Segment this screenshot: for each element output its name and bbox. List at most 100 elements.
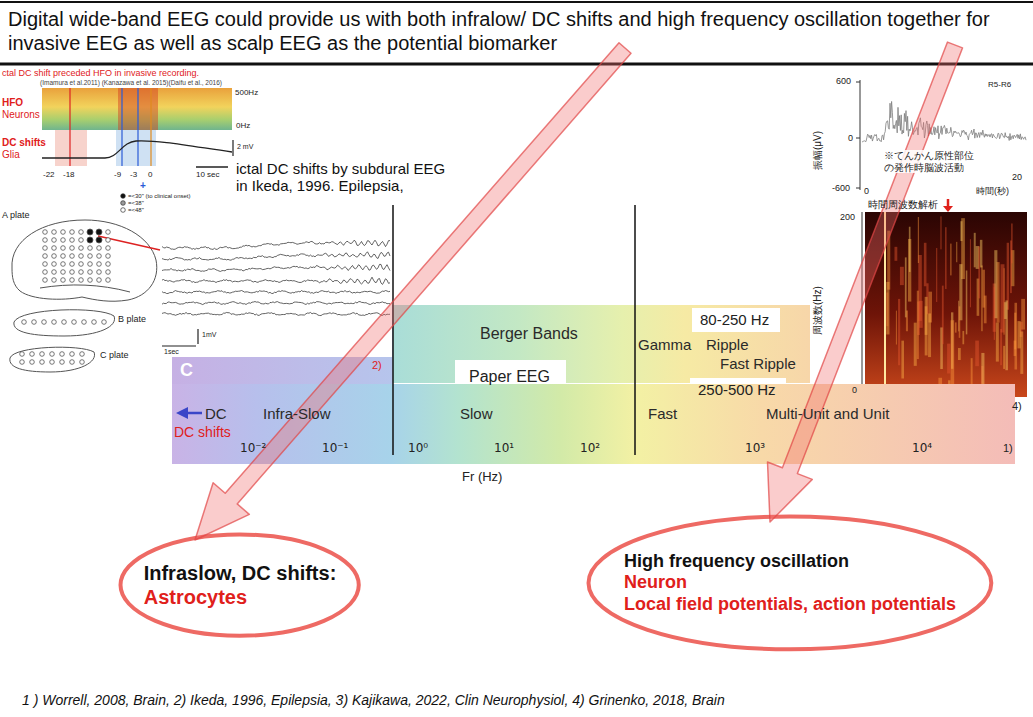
band-label: Infra-Slow (263, 405, 331, 422)
spectral-streak (936, 248, 937, 302)
label-slot: -22 (43, 170, 55, 179)
electrode (43, 238, 48, 243)
label-slot: (Imamura et al.2011) (Kanazawa et al. 20… (40, 79, 222, 86)
figure-label: 0 (852, 385, 857, 395)
electrode (96, 229, 102, 235)
spectral-streak (925, 297, 928, 356)
frame-line (0, 1, 1033, 3)
figure-label: DC shifts (2, 137, 46, 149)
electrode (97, 270, 102, 275)
figure-label: 4) (1012, 400, 1022, 413)
text-slot: Multi-Unit and Unit (766, 405, 889, 422)
figure-label: -9 (114, 170, 121, 179)
band-label: Fast Ripple (720, 355, 796, 372)
legend-text: =<48" (128, 207, 144, 214)
electrode-grid (20, 229, 111, 364)
electrode (79, 254, 84, 259)
arrow-head (176, 407, 188, 419)
electrode (97, 254, 102, 259)
electrode (43, 246, 48, 251)
figure-label: ictal DC shifts by subdural EEG in Ikeda… (236, 160, 446, 195)
electrode (60, 360, 65, 365)
text-slot: Slow (460, 405, 493, 422)
electrode (106, 238, 111, 243)
shade-band (55, 130, 87, 166)
scale-bar (196, 166, 228, 168)
dc-arrow (176, 407, 202, 419)
electrode (70, 278, 75, 283)
electrode (88, 254, 93, 259)
figure-label: 時間(秒) (976, 186, 1009, 196)
heading-slot: Digital wide-band EEG could provide us w… (8, 7, 1025, 55)
label-slot: 1) (1003, 442, 1013, 455)
band-label: Gamma (638, 336, 691, 353)
spectral-streak (956, 242, 957, 262)
electrode (52, 278, 57, 283)
time-marker (121, 88, 122, 166)
band-label: DC (205, 405, 227, 422)
figure-label: 1) (1003, 442, 1013, 455)
spectral-streak (1000, 329, 1002, 365)
electrode (52, 238, 57, 243)
eeg-trace (162, 252, 390, 260)
electrode (52, 230, 57, 235)
label-slot: ctal DC shift preceded HFO in invasive r… (2, 68, 199, 78)
spectral-streak (974, 233, 976, 268)
label-slot: 0 (852, 385, 857, 395)
spectral-streak (994, 287, 995, 340)
legend-dot (121, 194, 126, 199)
label-slot: -9 (114, 170, 121, 179)
electrode (106, 246, 111, 251)
spectral-streak (914, 323, 917, 366)
electrode (87, 229, 93, 235)
electrode (88, 246, 93, 251)
label-slot: 4) (1012, 400, 1022, 413)
electrode (70, 262, 75, 267)
ictal-hfo-figure (42, 88, 233, 167)
spectral-streak (955, 322, 957, 332)
electrode (80, 360, 85, 365)
figure-label: Glia (2, 149, 20, 161)
spectral-streak (928, 313, 931, 357)
axis-tick (856, 138, 860, 139)
legend-text: =<38" (128, 200, 144, 207)
electrode (79, 238, 84, 243)
figure-label: -3 (130, 170, 137, 179)
figure-label: (Imamura et al.2011) (Kanazawa et al. 20… (40, 79, 222, 86)
spectral-streak (898, 299, 900, 365)
electrode (106, 254, 111, 259)
figure-label: Fr (Hz) (462, 470, 502, 485)
electrode (79, 278, 84, 283)
ellipse-outline (118, 532, 361, 638)
label-slot: 10 sec (196, 170, 220, 179)
eeg-trace (162, 277, 390, 284)
electrode (97, 278, 102, 283)
text-block: Infraslow, DC shifts:Astrocytes (144, 561, 337, 609)
scale-bar (232, 140, 233, 156)
electrode (40, 352, 45, 357)
electrode (52, 246, 57, 251)
band-label: Ripple (706, 336, 749, 353)
brain-sulcus (40, 285, 130, 292)
legend-row: =<30" (to clinical onset) (120, 193, 191, 200)
axis-tick (856, 188, 860, 189)
legend-sample (120, 193, 126, 199)
spectrogram (865, 212, 1027, 397)
electrode (52, 270, 57, 275)
eeg-traces (162, 240, 390, 315)
electrode (72, 320, 77, 325)
figure-label: C (180, 360, 193, 381)
time-marker (69, 88, 70, 166)
label-slot: 10² (580, 442, 600, 456)
text-block: High frequency oscillationNeuronLocal fi… (624, 551, 956, 616)
figure-label: 10⁴ (912, 442, 932, 456)
electrode (79, 262, 84, 267)
label-slot: Fr (Hz) (462, 470, 502, 485)
callout-text: High frequency oscillation (624, 551, 956, 573)
figure-label: 10⁻¹ (322, 442, 348, 456)
box-label: 250-500 Hz (698, 381, 778, 398)
electrode (82, 320, 87, 325)
ellipse-shape (121, 534, 359, 635)
legend-row: =<38" (120, 200, 144, 207)
label-slot: 500Hz (235, 88, 258, 97)
